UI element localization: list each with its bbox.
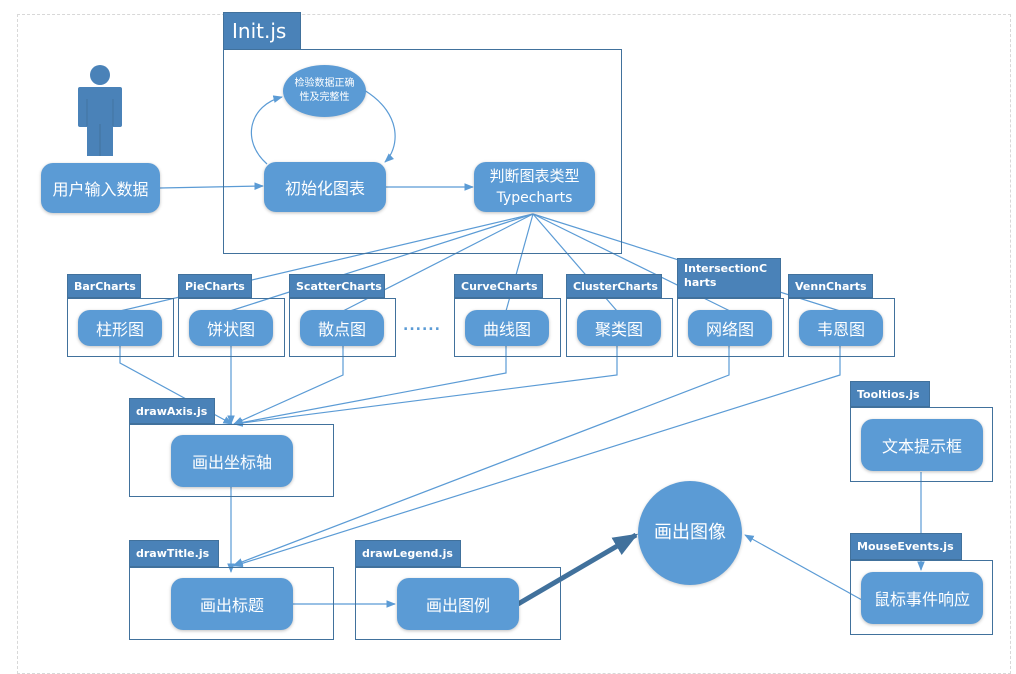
curvecharts-tab: CurveCharts [454, 274, 543, 298]
barcharts-package [67, 298, 174, 357]
scattercharts-title: ScatterCharts [296, 279, 382, 293]
person-icon [78, 65, 122, 156]
mouseevents-package [850, 560, 993, 635]
drawlegend-package [355, 567, 561, 640]
judge-chart-type-node[interactable]: 判断图表类型 Typecharts [474, 162, 595, 212]
draw-axis-node[interactable]: 画出坐标轴 [171, 435, 293, 487]
edge-venn-to-title [233, 345, 841, 568]
drawtitle-package [129, 567, 334, 640]
drawlegend-title: drawLegend.js [362, 547, 453, 560]
drawlegend-tab: drawLegend.js [355, 540, 461, 567]
draw-legend-node[interactable]: 画出图例 [397, 578, 519, 630]
venncharts-title: VennCharts [795, 279, 867, 293]
tooltips-package [850, 407, 993, 482]
cluster-chart-label: 聚类图 [594, 320, 643, 339]
initialize-chart-node[interactable]: 初始化图表 [264, 162, 386, 212]
drawaxis-title: drawAxis.js [136, 404, 208, 418]
pie-chart-label: 饼状图 [206, 320, 255, 339]
draw-title-node[interactable]: 画出标题 [171, 578, 293, 630]
edge-legend-to-image [516, 532, 639, 607]
piecharts-tab: PieCharts [178, 274, 252, 298]
clustercharts-title: ClusterCharts [573, 279, 658, 293]
clustercharts-package [566, 298, 673, 357]
piecharts-package [178, 298, 285, 357]
edge-intersection-to-title [233, 345, 730, 566]
edge-mouse-to-image [744, 534, 863, 601]
edge-judge-to-pie [229, 213, 534, 312]
edge-cluster-to-axis [233, 345, 618, 427]
drawaxis-package [129, 424, 334, 497]
scatter-chart-node[interactable]: 散点图 [300, 310, 384, 346]
draw-image-node[interactable]: 画出图像 [638, 481, 742, 585]
draw-title-label: 画出标题 [199, 596, 264, 615]
mouse-event-node[interactable]: 鼠标事件响应 [861, 572, 983, 624]
validate-data-label: 检验数据正确性及完整性 [294, 78, 355, 103]
init-package-title: Init.js [232, 19, 287, 43]
drawtitle-title: drawTitle.js [136, 547, 210, 560]
tooltips-title: Tooltios.js [857, 387, 920, 401]
cluster-chart-node[interactable]: 聚类图 [577, 310, 661, 346]
drawaxis-tab: drawAxis.js [129, 398, 215, 424]
drawtitle-tab: drawTitle.js [129, 540, 219, 567]
init-package-tab: Init.js [223, 12, 301, 50]
intersectioncharts-package [677, 298, 784, 357]
scattercharts-tab: ScatterCharts [289, 274, 385, 298]
curvecharts-package [454, 298, 561, 357]
edge-init-to-validate [250, 95, 283, 165]
judge-chart-type-label: 判断图表类型 [489, 167, 580, 185]
network-chart-label: 网络图 [705, 320, 754, 339]
draw-legend-label: 画出图例 [425, 596, 490, 615]
curvecharts-title: CurveCharts [461, 279, 538, 293]
venn-chart-label: 韦恩图 [816, 320, 865, 339]
tooltip-label: 文本提示框 [881, 437, 962, 456]
curve-chart-label: 曲线图 [482, 320, 531, 339]
bar-chart-node[interactable]: 柱形图 [78, 310, 162, 346]
pie-chart-node[interactable]: 饼状图 [189, 310, 273, 346]
init-package [223, 49, 622, 254]
piecharts-title: PieCharts [185, 279, 245, 293]
edge-scatter-to-axis [233, 345, 344, 425]
validate-data-node[interactable]: 检验数据正确性及完整性 [283, 65, 366, 117]
typecharts-label: Typecharts [496, 190, 573, 206]
bar-chart-label: 柱形图 [95, 320, 144, 339]
barcharts-tab: BarCharts [67, 274, 141, 298]
tooltips-tab: Tooltios.js [850, 381, 930, 407]
scattercharts-package [289, 298, 396, 357]
venn-chart-node[interactable]: 韦恩图 [799, 310, 883, 346]
mouseevents-title: MouseEvents.js [857, 540, 954, 553]
venncharts-tab: VennCharts [788, 274, 873, 298]
edge-curve-to-axis [233, 345, 507, 427]
user-input-label: 用户输入数据 [52, 180, 149, 199]
curve-chart-node[interactable]: 曲线图 [465, 310, 549, 346]
intersectioncharts-tab: IntersectionCharts [677, 258, 781, 298]
initialize-chart-label: 初始化图表 [284, 179, 365, 198]
tooltip-node[interactable]: 文本提示框 [861, 419, 983, 471]
draw-axis-label: 画出坐标轴 [191, 453, 272, 472]
scatter-chart-label: 散点图 [317, 320, 366, 339]
barcharts-title: BarCharts [74, 279, 136, 293]
venncharts-package [788, 298, 895, 357]
network-chart-node[interactable]: 网络图 [688, 310, 772, 346]
ellipsis-text: ...... [403, 318, 441, 334]
draw-image-label: 画出图像 [654, 522, 726, 543]
mouseevents-tab: MouseEvents.js [850, 533, 962, 560]
more-charts-ellipsis: ...... [403, 318, 441, 334]
clustercharts-tab: ClusterCharts [566, 274, 662, 298]
edge-validate-to-init [363, 89, 396, 163]
intersectioncharts-title: IntersectionCharts [684, 262, 768, 289]
mouse-event-label: 鼠标事件响应 [873, 590, 970, 609]
user-input-node[interactable]: 用户输入数据 [41, 163, 160, 213]
edge-user-to-init [159, 182, 264, 191]
